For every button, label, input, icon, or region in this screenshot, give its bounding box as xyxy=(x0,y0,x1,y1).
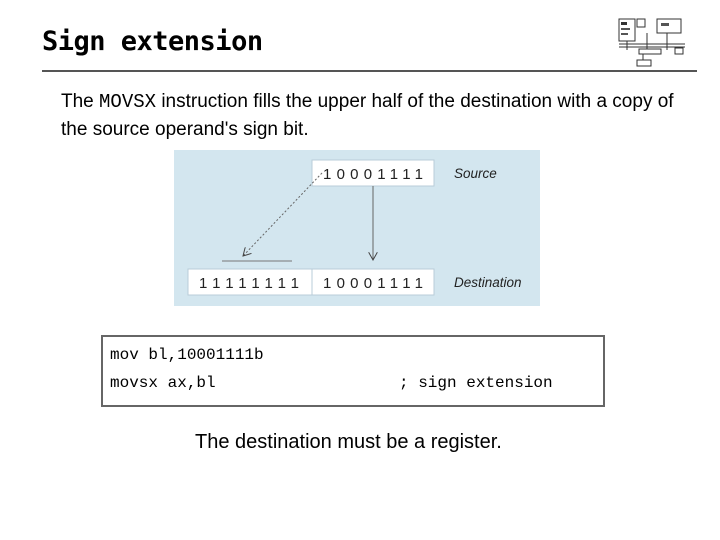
source-register xyxy=(311,159,435,187)
code-line-mov: mov bl,10001111b xyxy=(110,346,264,364)
title-divider xyxy=(42,70,697,72)
source-label: Source xyxy=(454,166,497,181)
sign-extension-diagram: 10001111 Source 11111111 10001111 Destin… xyxy=(174,150,540,306)
intro-text: The MOVSX instruction fills the upper ha… xyxy=(61,88,681,144)
code-comment: ; sign extension xyxy=(399,374,553,392)
movsx-keyword: MOVSX xyxy=(99,91,157,113)
intro-before: The xyxy=(61,91,100,112)
computer-diagram-logo xyxy=(618,18,685,67)
sign-bit-arrow xyxy=(243,172,323,256)
code-line-movsx: movsx ax,bl xyxy=(110,374,216,392)
slide-title: Sign extension xyxy=(42,26,263,57)
destination-register xyxy=(187,268,435,296)
intro-after: instruction fills the upper half of the … xyxy=(61,91,674,140)
footer-note: The destination must be a register. xyxy=(195,431,502,453)
destination-label: Destination xyxy=(454,275,522,290)
code-listing: mov bl,10001111b movsx ax,bl ; sign exte… xyxy=(101,335,605,407)
